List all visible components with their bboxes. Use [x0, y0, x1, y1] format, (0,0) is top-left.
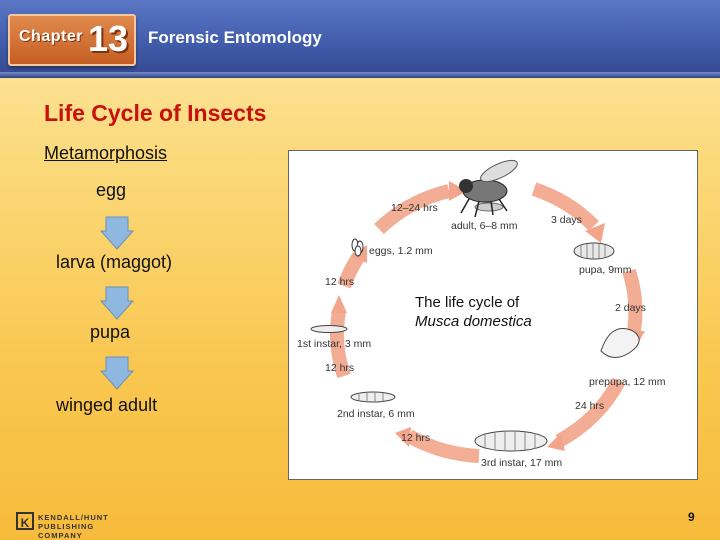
pupa-icon	[573, 242, 615, 260]
slide-title: Life Cycle of Insects	[44, 100, 267, 126]
label-second-instar: 2nd instar, 6 mm	[337, 408, 415, 420]
third-instar-icon	[474, 430, 548, 452]
cycle-arrowhead	[331, 295, 347, 313]
label-adult: adult, 6–8 mm	[451, 220, 518, 232]
publisher-line-1: KENDALL/HUNT	[38, 513, 109, 522]
figure-caption: The life cycle of Musca domestica	[415, 293, 532, 331]
label-pupa: pupa, 9mm	[579, 264, 632, 276]
publisher-mark: K	[16, 512, 34, 530]
label-12-hrs-b: 12 hrs	[325, 362, 354, 374]
adult-fly-icon	[459, 159, 518, 218]
cycle-arrowhead	[585, 223, 605, 243]
label-third-instar: 3rd instar, 17 mm	[481, 457, 562, 469]
stage-larva: larva (maggot)	[56, 252, 173, 272]
down-arrow-icon	[100, 356, 134, 390]
label-eggs: eggs, 1.2 mm	[369, 245, 433, 257]
label-3-days: 3 days	[551, 214, 582, 226]
cycle-arrowhead	[395, 427, 411, 447]
stage-winged-adult: winged adult	[56, 395, 158, 415]
metamorphosis-subhead: Metamorphosis	[44, 143, 168, 163]
chapter-badge: Chapter 13	[8, 14, 136, 66]
life-cycle-diagram: 12–24 hrs adult, 6–8 mm 3 days eggs, 1.2…	[297, 159, 666, 469]
caption-line-1: The life cycle of	[415, 294, 520, 311]
label-first-instar: 1st instar, 3 mm	[297, 338, 371, 350]
cycle-arrowhead	[449, 181, 467, 201]
stage-egg: egg	[96, 180, 127, 200]
down-arrow-icon	[100, 286, 134, 320]
label-24-hrs: 24 hrs	[575, 400, 604, 412]
label-2-days: 2 days	[615, 302, 646, 314]
caption-line-2: Musca domestica	[415, 313, 532, 330]
label-prepupa: prepupa, 12 mm	[589, 376, 666, 388]
eggs-icon	[351, 238, 364, 257]
page-number: 9	[688, 510, 695, 524]
cycle-arrowhead	[547, 433, 565, 451]
life-cycle-figure: 12–24 hrs adult, 6–8 mm 3 days eggs, 1.2…	[288, 150, 698, 480]
down-arrow-icon	[100, 216, 134, 250]
first-instar-icon	[310, 325, 348, 333]
stage-pupa: pupa	[90, 322, 131, 342]
label-12-hrs-a: 12 hrs	[325, 276, 354, 288]
publisher-line-2: PUBLISHING COMPANY	[38, 522, 95, 540]
chapter-word: Chapter	[19, 28, 83, 45]
header-title: Forensic Entomology	[148, 28, 322, 47]
label-12-hrs-c: 12 hrs	[401, 432, 430, 444]
prepupa-icon	[600, 328, 640, 358]
header-bar: Chapter 13 Forensic Entomology	[0, 0, 720, 78]
publisher-logo: K KENDALL/HUNT PUBLISHING COMPANY	[16, 512, 136, 540]
chapter-number: 13	[88, 18, 129, 59]
label-12-24-hrs: 12–24 hrs	[391, 202, 438, 214]
second-instar-icon	[350, 391, 396, 403]
